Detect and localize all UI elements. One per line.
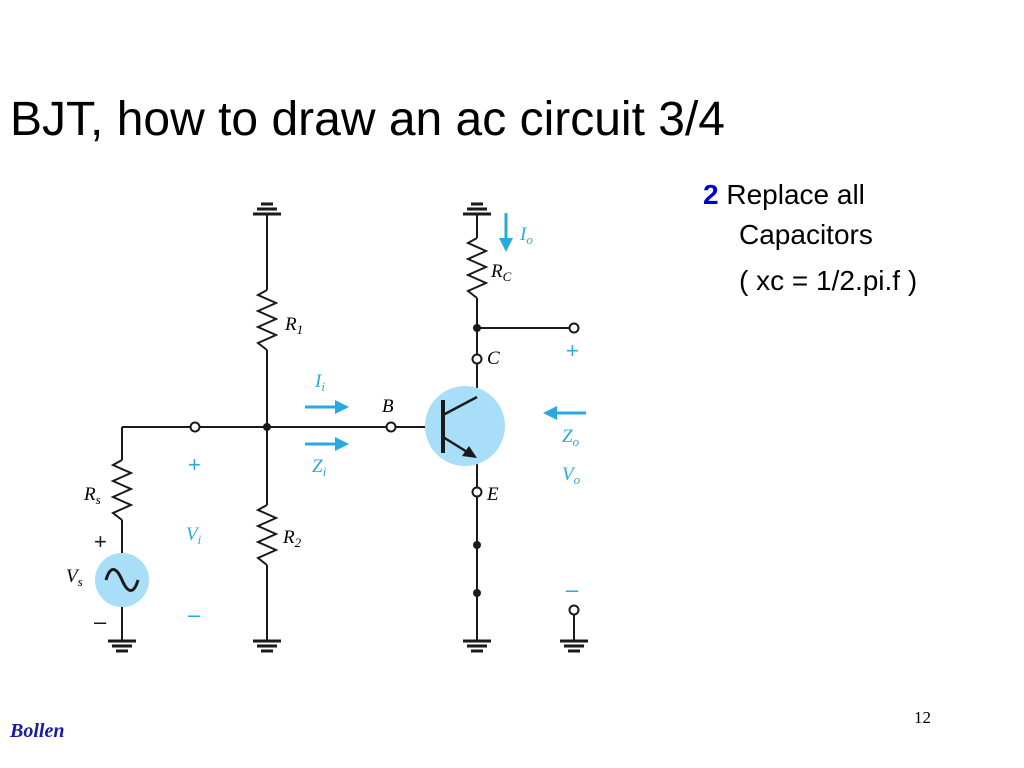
rc-resistor bbox=[465, 237, 489, 299]
step-text-line2: Capacitors bbox=[739, 219, 873, 250]
r2-label: R2 bbox=[282, 527, 302, 550]
component-labels: R1 R2 Rs Vs RC B C E + – bbox=[66, 261, 512, 634]
zo-label: Zo bbox=[562, 426, 580, 449]
signal-labels: Io Ii Zi Vi Zo Vo + – + – bbox=[186, 224, 581, 627]
vo-minus-label: – bbox=[566, 577, 579, 602]
rs-resistor bbox=[110, 459, 134, 521]
ac-source-vs bbox=[95, 553, 149, 607]
r2-resistor bbox=[255, 504, 279, 566]
vo-plus-label: + bbox=[566, 338, 579, 363]
ground-top-r1 bbox=[253, 202, 281, 216]
vi-label: Vi bbox=[186, 524, 202, 547]
ground-emitter bbox=[463, 639, 491, 653]
vs-minus-label: – bbox=[94, 609, 107, 634]
ground-vs bbox=[108, 639, 136, 653]
ground-symbols bbox=[108, 202, 588, 653]
rs-label: Rs bbox=[83, 484, 101, 507]
emitter-label: E bbox=[486, 484, 499, 505]
step-text: Replace all bbox=[726, 179, 865, 210]
rc-label: RC bbox=[490, 261, 512, 284]
ground-r2 bbox=[253, 639, 281, 653]
r1-resistor bbox=[255, 289, 279, 351]
vs-label: Vs bbox=[66, 566, 83, 589]
ground-top-rc bbox=[463, 202, 491, 216]
vs-plus-label: + bbox=[94, 529, 107, 554]
page-number: 12 bbox=[914, 708, 931, 727]
bjt-transistor bbox=[425, 386, 505, 466]
zi-label: Zi bbox=[312, 456, 327, 479]
junction-dots bbox=[263, 324, 481, 597]
vi-minus-label: – bbox=[188, 602, 201, 627]
vi-plus-label: + bbox=[188, 452, 201, 477]
zi-arrow bbox=[305, 437, 349, 451]
author-signature: Bollen bbox=[10, 720, 65, 742]
step-note: 2 Replace all Capacitors ( xc = 1/2.pi.f… bbox=[703, 175, 917, 301]
base-label: B bbox=[382, 396, 394, 417]
ground-output bbox=[560, 639, 588, 653]
r1-label: R1 bbox=[284, 314, 303, 337]
io-label: Io bbox=[519, 224, 533, 247]
terminals bbox=[189, 322, 580, 616]
io-arrow bbox=[499, 213, 513, 252]
ii-arrow bbox=[305, 400, 349, 414]
slide-title: BJT, how to draw an ac circuit 3/4 bbox=[10, 93, 725, 146]
vo-label: Vo bbox=[562, 464, 581, 487]
ii-label: Ii bbox=[314, 371, 325, 394]
zo-arrow bbox=[543, 406, 586, 420]
step-formula: ( xc = 1/2.pi.f ) bbox=[739, 265, 918, 296]
collector-label: C bbox=[487, 348, 500, 369]
wires bbox=[110, 214, 575, 641]
step-number: 2 bbox=[703, 179, 719, 210]
current-impedance-arrows bbox=[305, 213, 586, 451]
